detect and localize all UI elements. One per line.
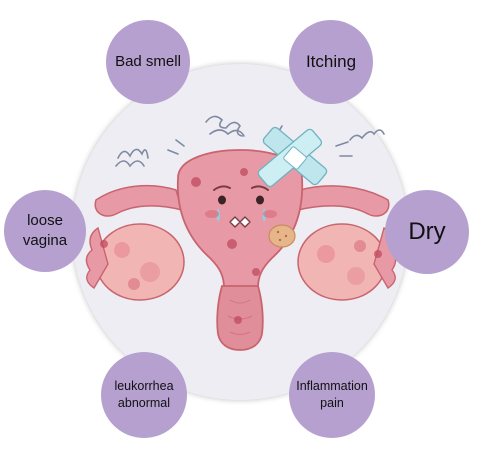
symptom-label: Bad smell: [115, 52, 181, 70]
scribble-icon: [115, 115, 385, 168]
symptom-loose-vagina: loose vagina: [4, 190, 86, 272]
symptom-itching: Itching: [289, 20, 373, 104]
symptom-bad-smell: Bad smell: [106, 20, 190, 104]
symptom-label: Itching: [305, 51, 357, 71]
symptom-label-line1: loose: [27, 211, 63, 229]
bandage-icon: [257, 126, 328, 188]
symptom-label-line1: Inflammation: [296, 379, 368, 394]
symptom-inflammation-pain: Inflammation pain: [289, 352, 375, 438]
left-ovary: [95, 223, 185, 301]
symptom-leukorrhea-abnormal: leukorrhea abnormal: [101, 352, 187, 438]
symptom-dry: Dry: [385, 190, 469, 274]
symptom-label-line2: vagina: [22, 232, 68, 249]
left-tube: [94, 184, 184, 217]
cheek-bandage-icon: [268, 224, 296, 248]
symptom-label: Dry: [408, 217, 446, 245]
right-ovary: [297, 223, 387, 301]
right-tube: [297, 185, 390, 217]
sad-face: [205, 185, 277, 228]
symptom-label-line2: abnormal: [117, 396, 171, 410]
symptom-label-line2: pain: [320, 396, 344, 410]
symptom-label-line1: leukorrhea: [114, 379, 174, 394]
bruise-mark-icon: [100, 168, 382, 324]
